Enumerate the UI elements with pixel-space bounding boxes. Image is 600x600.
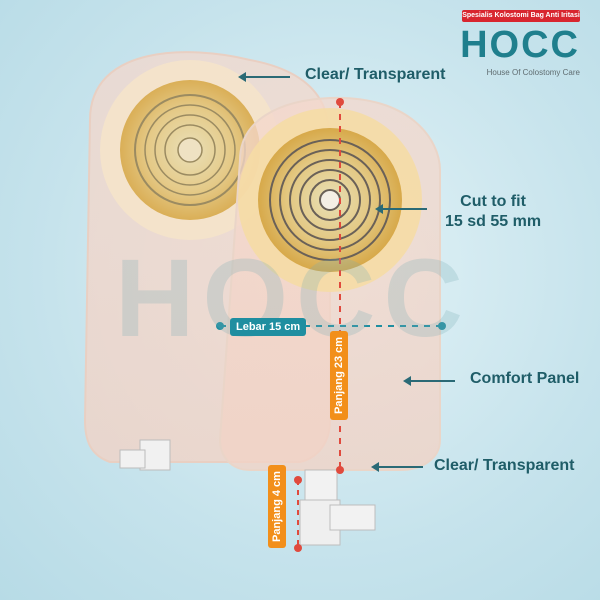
arrow-top-left xyxy=(238,72,290,82)
logo-brand: HOCC xyxy=(460,24,580,66)
arrow-bottom-clear xyxy=(371,462,423,472)
brand-logo: Spesialis Kolostomi Bag Anti Iritasi HOC… xyxy=(460,10,580,80)
callout-cut-line1: Cut to fit xyxy=(460,193,526,210)
logo-subtitle: House Of Colostomy Care xyxy=(486,68,580,77)
callout-comfort: Comfort Panel xyxy=(470,370,580,387)
watermark: HOCC xyxy=(115,237,471,360)
label-width: Lebar 15 cm xyxy=(230,318,307,336)
arrow-cut-to-fit xyxy=(375,204,427,214)
label-length: Panjang 23 cm xyxy=(330,330,348,420)
arrow-comfort xyxy=(403,376,455,386)
callout-cut-line2: 15 sd 55 mm xyxy=(445,213,542,230)
label-tap: Panjang 4 cm xyxy=(268,465,286,548)
callout-bottom-clear: Clear/ Transparent xyxy=(434,457,575,474)
callout-top-left: Clear/ Transparent xyxy=(305,66,446,83)
front-bag xyxy=(218,96,441,546)
logo-tagline: Spesialis Kolostomi Bag Anti Iritasi xyxy=(462,10,580,22)
callout-cut-to-fit: Cut to fit 15 sd 55 mm xyxy=(445,192,541,232)
